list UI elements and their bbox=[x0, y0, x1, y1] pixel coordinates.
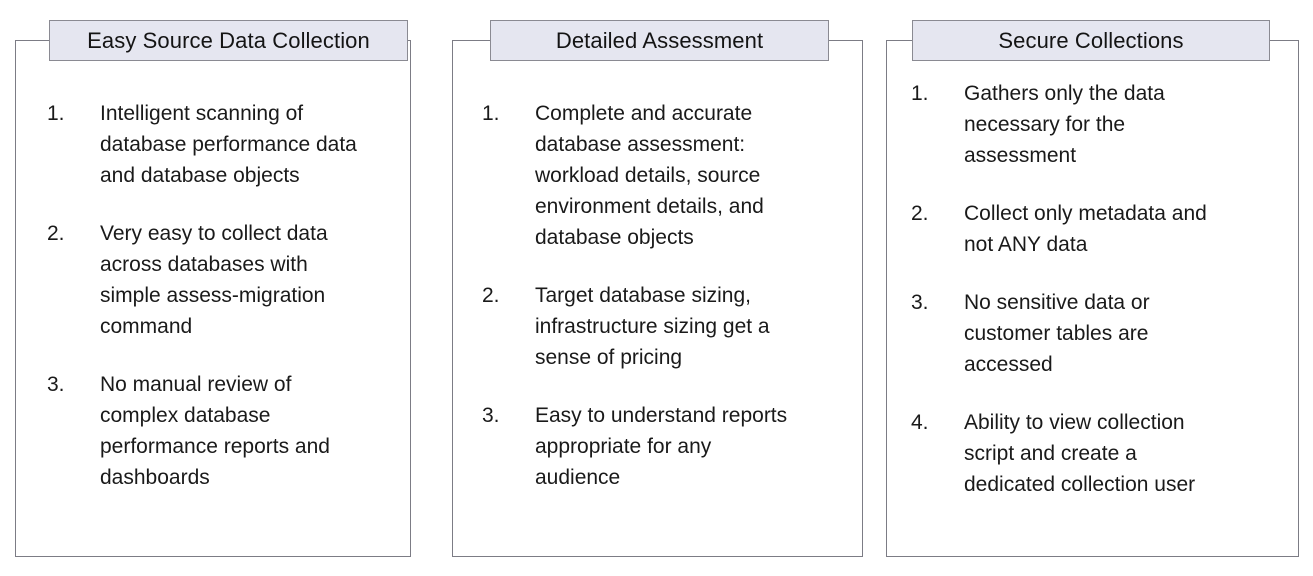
list-item-number: 3. bbox=[911, 291, 929, 314]
panel-detailed-assessment bbox=[452, 40, 863, 557]
panel-body-detailed-assessment: 1. Complete and accurate database assess… bbox=[452, 98, 907, 493]
list-item-text: No sensitive data or customer tables are… bbox=[964, 291, 1150, 376]
list-item-text: Ability to view collection script and cr… bbox=[964, 411, 1196, 496]
list-item: 3. No manual review of complex database … bbox=[47, 369, 443, 493]
list-item-number: 4. bbox=[911, 411, 929, 434]
list-item-number: 2. bbox=[482, 284, 500, 307]
list-item-number: 2. bbox=[47, 222, 65, 245]
list-secure-collections: 1. Gathers only the data necessary for t… bbox=[911, 78, 1313, 500]
list-item: 1. Intelligent scanning of database perf… bbox=[47, 98, 443, 191]
list-easy-source-data-collection: 1. Intelligent scanning of database perf… bbox=[47, 98, 443, 493]
list-item: 2. Target database sizing, infrastructur… bbox=[482, 280, 893, 373]
list-item-number: 1. bbox=[47, 102, 65, 125]
panel-body-easy-source-data-collection: 1. Intelligent scanning of database perf… bbox=[15, 98, 453, 493]
list-item: 2. Very easy to collect data across data… bbox=[47, 218, 443, 342]
panel-header-easy-source-data-collection: Easy Source Data Collection bbox=[49, 20, 408, 61]
list-item-text: Very easy to collect data across databas… bbox=[100, 222, 328, 338]
list-item-number: 1. bbox=[482, 102, 500, 125]
list-item-number: 3. bbox=[482, 404, 500, 427]
list-item-text: Target database sizing, infrastructure s… bbox=[535, 284, 770, 369]
list-item-number: 1. bbox=[911, 82, 929, 105]
list-item-text: Gathers only the data necessary for the … bbox=[964, 82, 1165, 167]
list-item: 3. No sensitive data or customer tables … bbox=[911, 287, 1313, 380]
list-item-text: Complete and accurate database assessmen… bbox=[535, 102, 764, 249]
panel-secure-collections bbox=[886, 40, 1299, 557]
list-item-text: Collect only metadata and not ANY data bbox=[964, 202, 1207, 256]
list-item-number: 3. bbox=[47, 373, 65, 396]
list-item: 3. Easy to understand reports appropriat… bbox=[482, 400, 893, 493]
list-detailed-assessment: 1. Complete and accurate database assess… bbox=[482, 98, 893, 493]
list-item: 2. Collect only metadata and not ANY dat… bbox=[911, 198, 1313, 260]
panel-header-detailed-assessment: Detailed Assessment bbox=[490, 20, 829, 61]
list-item-number: 2. bbox=[911, 202, 929, 225]
list-item: 1. Complete and accurate database assess… bbox=[482, 98, 893, 253]
list-item-text: Intelligent scanning of database perform… bbox=[100, 102, 357, 187]
list-item: 1. Gathers only the data necessary for t… bbox=[911, 78, 1313, 171]
list-item-text: Easy to understand reports appropriate f… bbox=[535, 404, 788, 489]
panel-header-secure-collections: Secure Collections bbox=[912, 20, 1270, 61]
list-item: 4. Ability to view collection script and… bbox=[911, 407, 1313, 500]
panel-body-secure-collections: 1. Gathers only the data necessary for t… bbox=[886, 78, 1313, 500]
panel-easy-source-data-collection bbox=[15, 40, 411, 557]
list-item-text: No manual review of complex database per… bbox=[100, 373, 330, 489]
